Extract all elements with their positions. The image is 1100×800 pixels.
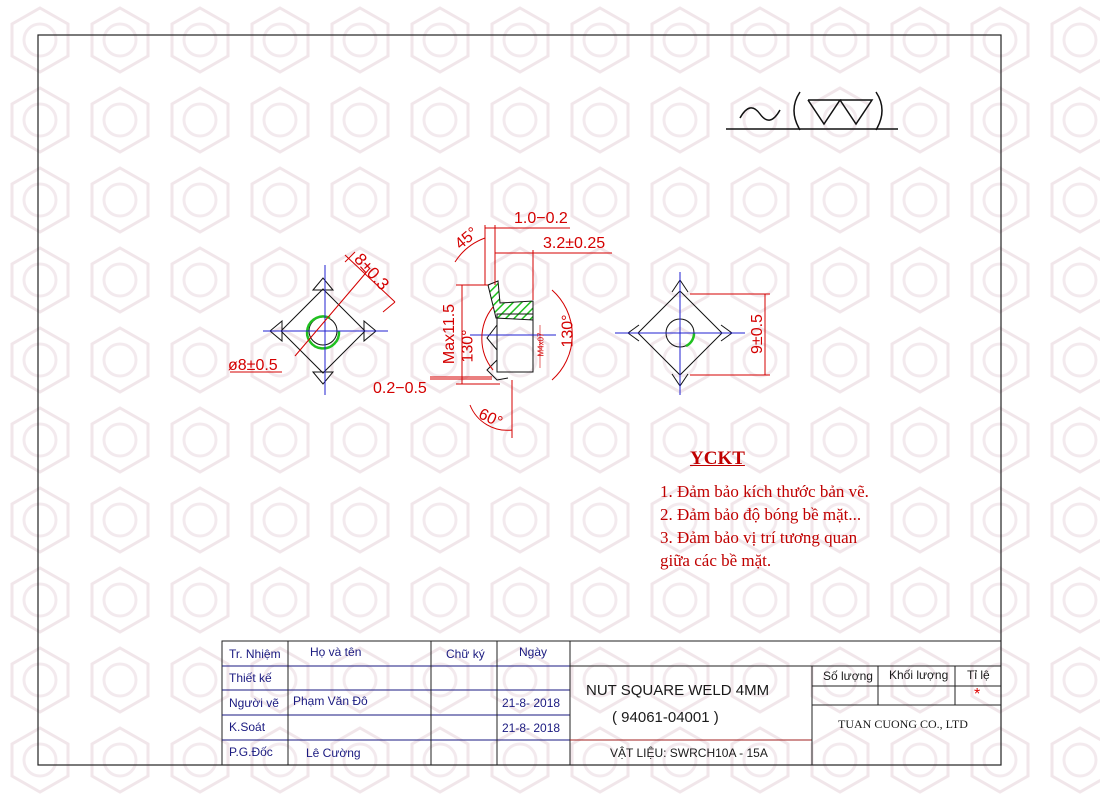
part-number: ( 94061-04001 )	[612, 709, 719, 726]
material: VẬT LIỆU: SWRCH10A - 15A	[610, 746, 768, 760]
left-view	[230, 251, 396, 395]
row-name: Phạm Văn Đô	[293, 694, 368, 708]
requirement-item: 2. Đảm bảo độ bóng bề mặt...	[660, 505, 862, 524]
row-date: 21-8- 2018	[502, 696, 561, 710]
dim-top-width: 1.0−0.2	[514, 210, 568, 227]
dim-right-width: 9±0.5	[748, 314, 766, 354]
requirement-item: 3. Đảm bảo vị trí tương quan	[660, 528, 858, 547]
scale-label: Tỉ lệ	[967, 668, 990, 682]
header-role: Tr. Nhiệm	[229, 647, 281, 661]
dim-inner-angle: 130°	[459, 329, 477, 363]
section-view	[430, 225, 612, 438]
row-role: Thiết kế	[229, 671, 272, 685]
dim-thickness: 3.2±0.25	[543, 235, 606, 252]
header-signature: Chữ ký	[446, 647, 485, 661]
part-name: NUT SQUARE WELD 4MM	[586, 682, 770, 699]
weight-label: Khối lượng	[889, 668, 949, 682]
dim-projection: 0.2−0.5	[373, 380, 427, 397]
header-date: Ngày	[519, 645, 548, 659]
title-block-grid	[221, 640, 1002, 766]
row-date: 21-8- 2018	[502, 721, 561, 735]
right-view	[615, 272, 770, 395]
dim-thread: M4x07	[536, 332, 546, 357]
roughness-symbol	[726, 91, 898, 131]
requirement-item: 1. Đảm bảo kích thước bản vẽ.	[660, 482, 869, 501]
dim-diameter: ø8±0.5	[228, 357, 278, 374]
requirement-item: giữa các bề mặt.	[660, 551, 772, 570]
scale-value: *	[974, 686, 981, 703]
row-name: Lê Cường	[306, 746, 361, 760]
header-name: Họ và tên	[310, 645, 362, 659]
row-role: Người vẽ	[229, 696, 279, 710]
row-role: P.G.Đốc	[229, 745, 273, 759]
quantity-label: Số lượng	[823, 669, 873, 683]
company-name: TUAN CUONG CO., LTD	[838, 717, 968, 731]
row-role: K.Soát	[229, 720, 266, 734]
dim-outer-angle: 130°	[559, 314, 577, 348]
requirements-title: YCKT	[690, 448, 745, 469]
dim-height: Max11.5	[441, 303, 459, 365]
